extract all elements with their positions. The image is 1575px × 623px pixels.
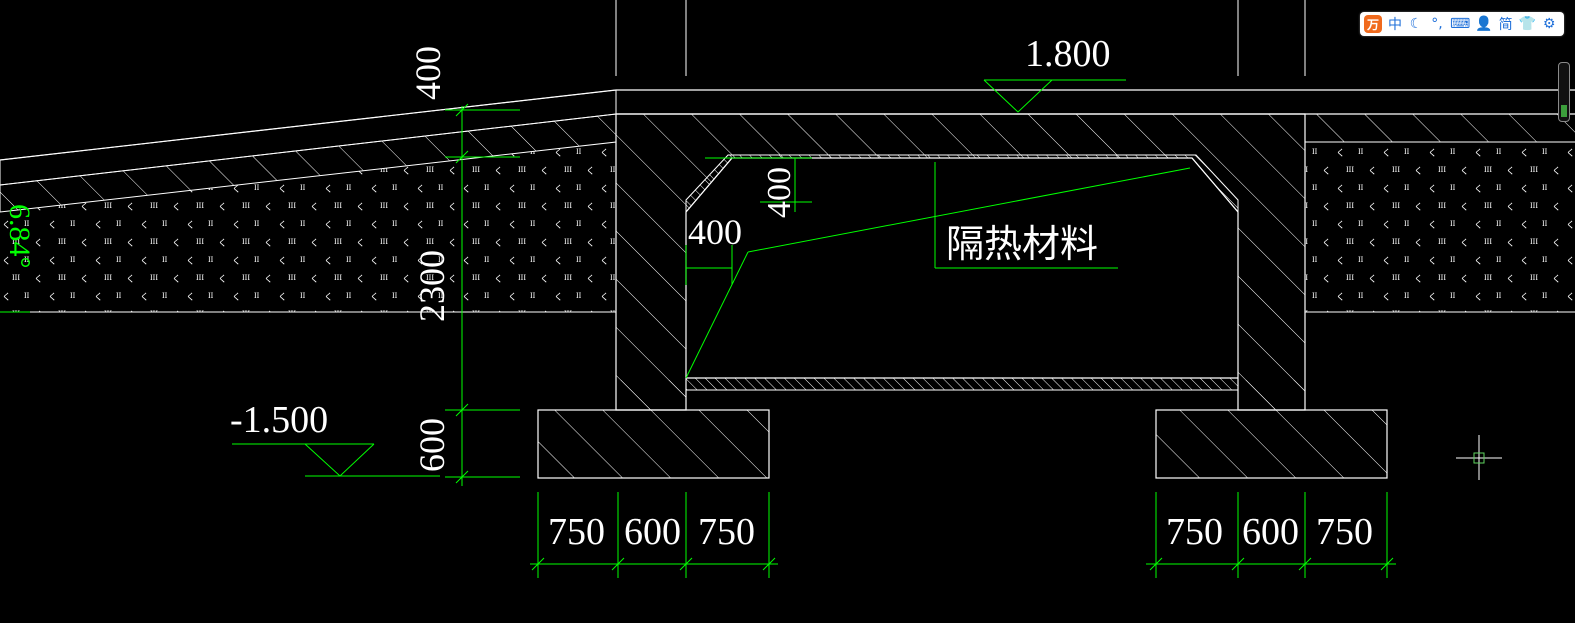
left-vertical-dimensions bbox=[445, 103, 520, 486]
dim-bottom-left-3: 750 bbox=[698, 511, 755, 553]
dim-chamfer-horizontal: 400 bbox=[688, 212, 742, 252]
road-surface bbox=[616, 89, 1575, 115]
ime-toolbar[interactable]: 万 中 ☾ °, ⌨ 👤 简 👕 ⚙ bbox=[1360, 12, 1564, 36]
user-icon[interactable]: 👤 bbox=[1475, 16, 1493, 32]
right-soil-fill bbox=[1305, 114, 1575, 313]
simplified-toggle[interactable]: 简 bbox=[1498, 17, 1513, 33]
dim-chamfer-vertical: 400 bbox=[761, 167, 798, 218]
gear-icon[interactable]: ⚙ bbox=[1542, 16, 1556, 32]
slope-angle-label: 6.84° bbox=[3, 204, 36, 269]
dim-bottom-left-1: 750 bbox=[548, 511, 605, 553]
ime-logo-icon[interactable]: 万 bbox=[1364, 15, 1382, 33]
grid-axis-lines bbox=[615, 0, 1306, 76]
elevation-marker-bottom: -1.500 bbox=[230, 399, 440, 477]
dim-400-left: 400 bbox=[408, 46, 448, 100]
elevation-top-label: 1.800 bbox=[1025, 33, 1111, 75]
keyboard-icon[interactable]: ⌨ bbox=[1450, 16, 1471, 32]
right-footing bbox=[1155, 380, 1388, 479]
dim-bottom-right-2: 600 bbox=[1242, 511, 1299, 553]
dim-600-left: 600 bbox=[412, 418, 452, 472]
crosshair-cursor-icon bbox=[1456, 435, 1502, 480]
chamfer-dimensions bbox=[685, 157, 1191, 379]
dim-bottom-left-2: 600 bbox=[624, 511, 681, 553]
ime-mode-toggle[interactable]: 中 bbox=[1388, 17, 1402, 33]
punctuation-toggle[interactable]: °, bbox=[1431, 16, 1443, 32]
dim-2300-left: 2300 bbox=[412, 250, 452, 322]
elevation-bottom-label: -1.500 bbox=[230, 399, 328, 441]
elevation-marker-top: 1.800 bbox=[983, 33, 1126, 113]
slope-angle-annotation: 6.84° bbox=[0, 204, 36, 313]
dim-bottom-right-1: 750 bbox=[1166, 511, 1223, 553]
dim-bottom-right-3: 750 bbox=[1316, 511, 1373, 553]
bottom-dimensions-left bbox=[530, 492, 778, 578]
shirt-icon[interactable]: 👕 bbox=[1518, 16, 1537, 32]
insulation-material-label: 隔热材料 bbox=[946, 224, 1098, 266]
moon-icon[interactable]: ☾ bbox=[1409, 16, 1423, 32]
bottom-dimensions-right bbox=[1146, 492, 1396, 578]
left-footing bbox=[537, 380, 770, 479]
vertical-scrollbar[interactable] bbox=[1558, 62, 1570, 122]
